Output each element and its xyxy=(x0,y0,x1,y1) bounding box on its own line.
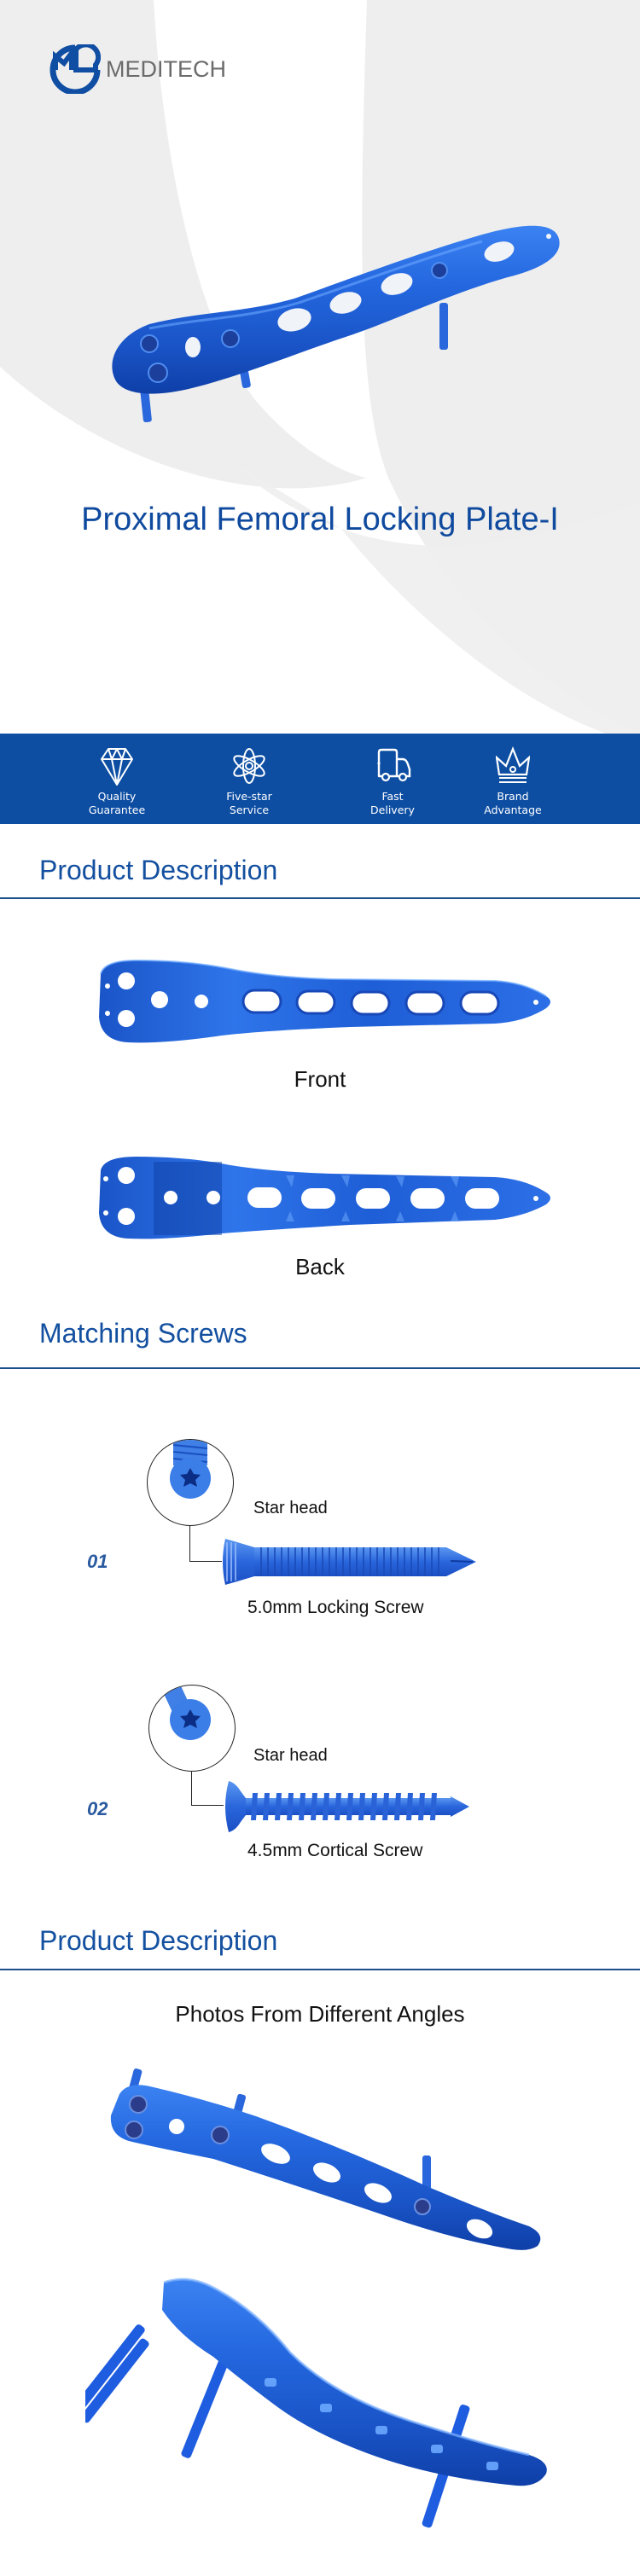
md-logo-icon xyxy=(49,44,101,94)
diamond-icon xyxy=(101,748,133,786)
section-divider xyxy=(0,1969,640,1970)
hero-section: MEDITECH Proximal Femoral Locking Plate-… xyxy=(0,0,640,734)
feature-fast-delivery: Fast Delivery xyxy=(341,734,444,824)
section-divider xyxy=(0,1367,640,1369)
feature-brand-advantage: Brand Advantage xyxy=(462,734,564,824)
screw-number: 01 xyxy=(87,1551,108,1572)
screw-name-label: 5.0mm Locking Screw xyxy=(247,1598,424,1617)
features-banner: Quality Guarantee Five-star Service Fast… xyxy=(0,734,640,824)
feature-five-star-service: Five-star Service xyxy=(198,734,300,824)
brand-name: MEDITECH xyxy=(106,55,226,82)
feature-label-line1: Quality xyxy=(97,790,137,803)
feature-label-line2: Guarantee xyxy=(88,804,146,816)
truck-icon xyxy=(377,748,411,782)
plate-angle-photo-2 xyxy=(85,2277,547,2528)
plate-back-image xyxy=(99,1157,550,1239)
star-head-icon xyxy=(162,1685,211,1740)
star-head-label: Star head xyxy=(253,1499,328,1517)
plate-front-image xyxy=(99,959,550,1043)
locking-screw-image xyxy=(223,1539,476,1585)
atom-icon xyxy=(233,748,265,784)
star-head-icon xyxy=(170,1440,211,1499)
feature-label-line2: Service xyxy=(229,804,270,816)
photos-subtitle: Photos From Different Angles xyxy=(175,2001,465,2027)
screw-number: 02 xyxy=(87,1798,108,1819)
brand-logo[interactable]: MEDITECH xyxy=(49,44,226,94)
screw-head-closeup xyxy=(147,1439,234,1526)
plate-angle-photo-1 xyxy=(110,2068,541,2250)
crown-icon xyxy=(496,746,530,783)
section-title-product-description: Product Description xyxy=(39,1925,278,1956)
cortical-screw-image xyxy=(225,1781,469,1832)
view-label-back: Back xyxy=(295,1254,345,1279)
hero-plate-image xyxy=(112,225,560,423)
callout-connector xyxy=(191,1772,224,1806)
callout-connector xyxy=(189,1526,222,1562)
product-title: Proximal Femoral Locking Plate-I xyxy=(81,502,559,537)
section-divider xyxy=(0,897,640,899)
star-head-label: Star head xyxy=(253,1746,328,1765)
section-title-matching-screws: Matching Screws xyxy=(39,1318,247,1349)
screw-name-label: 4.5mm Cortical Screw xyxy=(247,1841,423,1860)
feature-label-line1: Fast xyxy=(381,790,404,803)
feature-label-line1: Five-star xyxy=(226,790,272,803)
feature-label-line2: Advantage xyxy=(484,804,542,816)
view-label-front: Front xyxy=(294,1066,346,1092)
hero-background-arcs xyxy=(0,0,640,734)
section-title-product-description: Product Description xyxy=(39,855,278,885)
screw-head-closeup xyxy=(148,1685,236,1772)
feature-quality-guarantee: Quality Guarantee xyxy=(66,734,168,824)
feature-label-line1: Brand xyxy=(497,790,529,803)
feature-label-line2: Delivery xyxy=(370,804,415,816)
